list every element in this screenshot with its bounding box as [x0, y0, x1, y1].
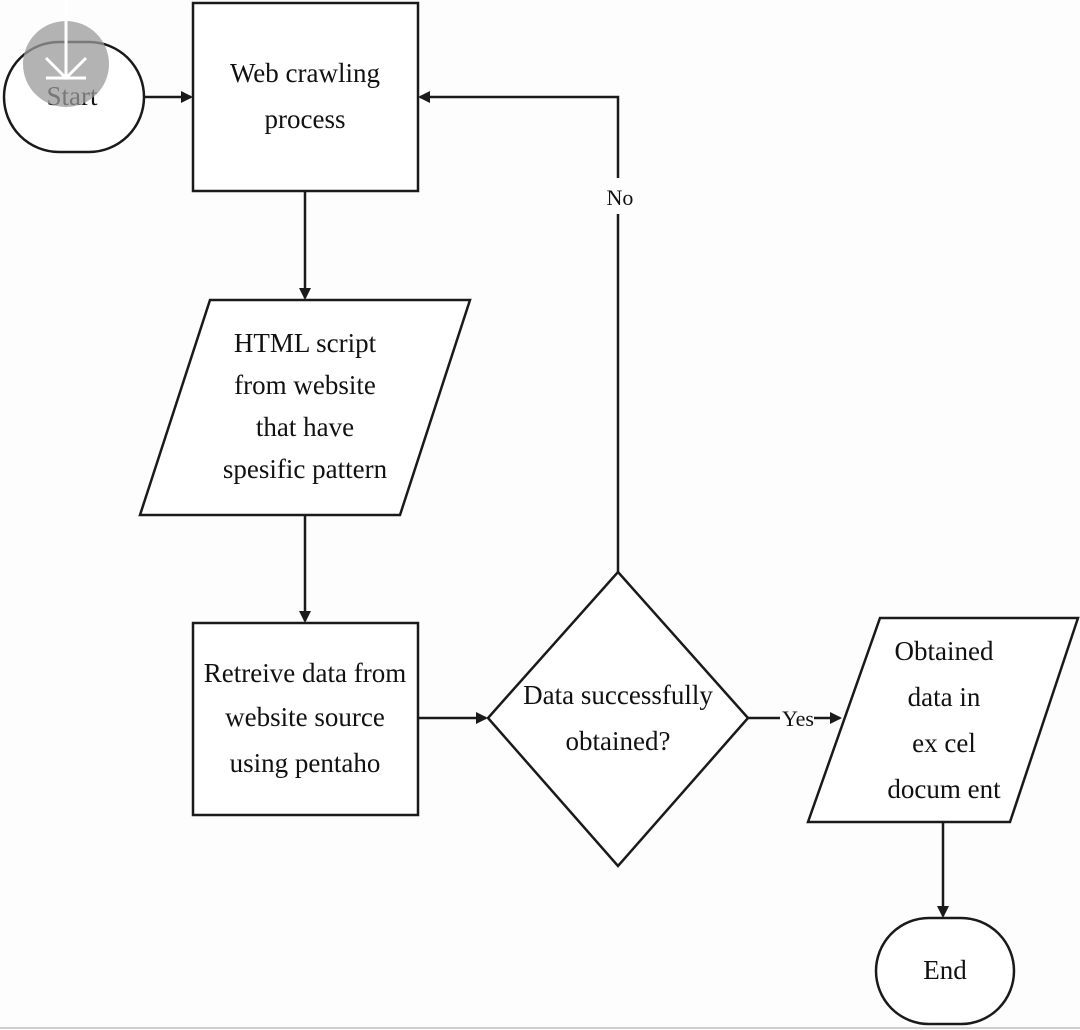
decision-node: Data successfully obtained?: [486, 570, 750, 868]
retrieve-line2: website source: [225, 702, 385, 732]
crawl-label-line2: process: [265, 104, 346, 134]
retrieve-line3: using pentaho: [230, 748, 381, 778]
decision-line2: obtained?: [566, 726, 671, 756]
html-script-line4: spesific pattern: [223, 454, 388, 484]
no-branch-line-upper: [418, 91, 620, 178]
output-line2: data in: [908, 682, 981, 712]
retrieve-line1: Retreive data from: [204, 658, 406, 688]
yes-label: Yes: [782, 706, 814, 731]
download-icon[interactable]: [23, 0, 109, 107]
end-label: End: [923, 955, 967, 985]
output-node: Obtained data in ex cel docum ent: [806, 616, 1080, 824]
crawl-label-line1: Web crawling: [230, 58, 380, 88]
decision-line1: Data successfully: [523, 680, 713, 710]
html-script-line1: HTML script: [234, 328, 377, 358]
end-node: End: [874, 916, 1016, 1026]
html-script-line2: from website: [234, 370, 376, 400]
output-line4: docum ent: [887, 774, 1001, 804]
no-label: No: [607, 185, 634, 210]
output-line1: Obtained: [895, 636, 994, 666]
html-script-line3: that have: [256, 412, 354, 442]
html-script-node: HTML script from website that have spesi…: [138, 298, 472, 517]
crawl-process-node: Web crawling process: [191, 1, 420, 193]
retrieve-process-node: Retreive data from website source using …: [191, 621, 420, 817]
output-line3: ex cel: [912, 728, 976, 758]
